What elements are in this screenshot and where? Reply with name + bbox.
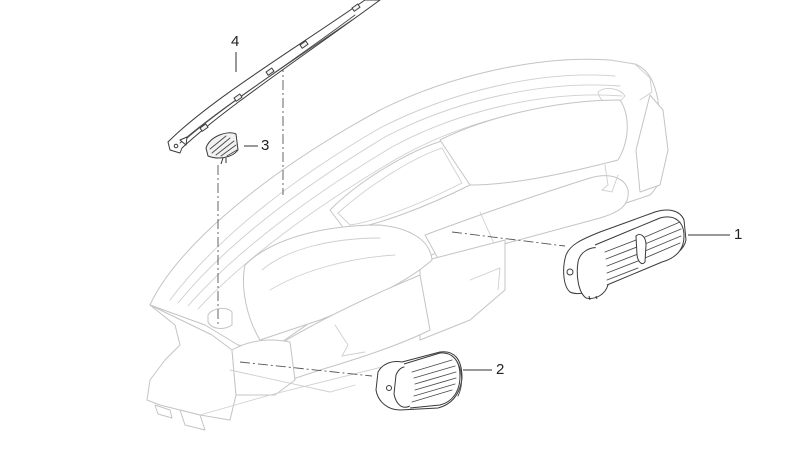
- part-2-side-air-vent[interactable]: [375, 351, 463, 411]
- callout-3-label: 3: [261, 137, 270, 154]
- callout-leaders: [235, 52, 730, 371]
- dashboard-outline: [146, 58, 669, 431]
- part-3-defroster-grille[interactable]: [205, 132, 239, 165]
- part-4-defroster-strip[interactable]: [167, 0, 381, 154]
- callout-2-label: 2: [496, 361, 505, 378]
- assembly-centerlines: [217, 62, 566, 377]
- callout-4-label: 4: [231, 33, 240, 50]
- callout-1-label: 1: [734, 226, 743, 243]
- part-1-center-air-vent[interactable]: [563, 209, 687, 301]
